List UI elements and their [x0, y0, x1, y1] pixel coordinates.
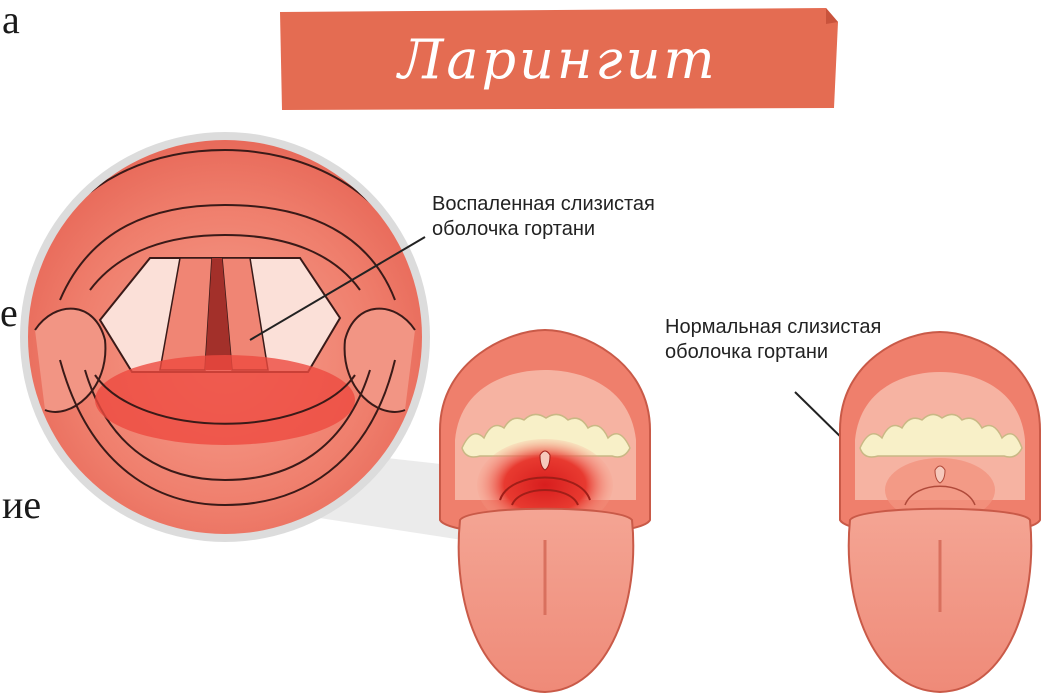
inflamed-label: Воспаленная слизистая оболочка гортани [432, 192, 655, 242]
page-title: Ларингит [278, 8, 838, 110]
inflamed-mouth [440, 330, 650, 692]
cropped-text-bottom: ие [2, 485, 41, 525]
inflamed-label-line1: Воспаленная слизистая [432, 192, 655, 217]
normal-label: Нормальная слизистая оболочка гортани [665, 315, 881, 365]
normal-label-line2: оболочка гортани [665, 340, 881, 365]
cropped-text-middle: е [0, 293, 18, 333]
normal-mouth [840, 332, 1040, 692]
inflamed-label-line2: оболочка гортани [432, 217, 655, 242]
cropped-text-top: а [2, 0, 20, 40]
magnified-larynx [20, 132, 430, 542]
normal-label-line1: Нормальная слизистая [665, 315, 881, 340]
title-banner-box: Ларингит [278, 8, 838, 110]
